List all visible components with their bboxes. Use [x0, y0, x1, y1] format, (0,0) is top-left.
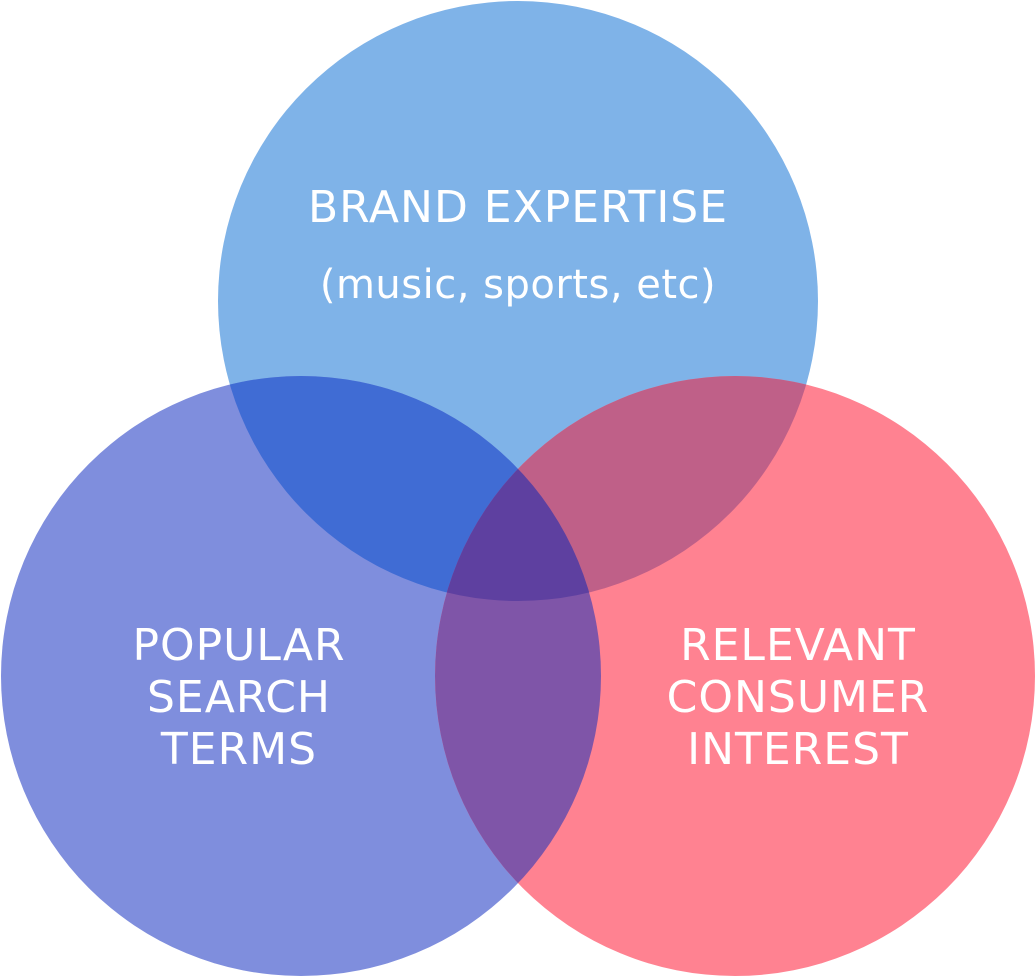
- search-label-line1: POPULAR: [132, 620, 345, 671]
- brand-search-overlap: [218, 376, 601, 601]
- search-label-line2: SEARCH: [147, 672, 331, 723]
- consumer-label-line2: CONSUMER: [667, 672, 930, 723]
- brand-expertise-label: BRAND EXPERTISE: [308, 182, 728, 233]
- brand-expertise-sublabel: (music, sports, etc): [320, 262, 716, 308]
- search-label-line3: TERMS: [160, 724, 317, 775]
- consumer-label-line1: RELEVANT: [680, 620, 916, 671]
- brand-consumer-overlap: [435, 376, 818, 601]
- consumer-label-line3: INTEREST: [687, 724, 909, 775]
